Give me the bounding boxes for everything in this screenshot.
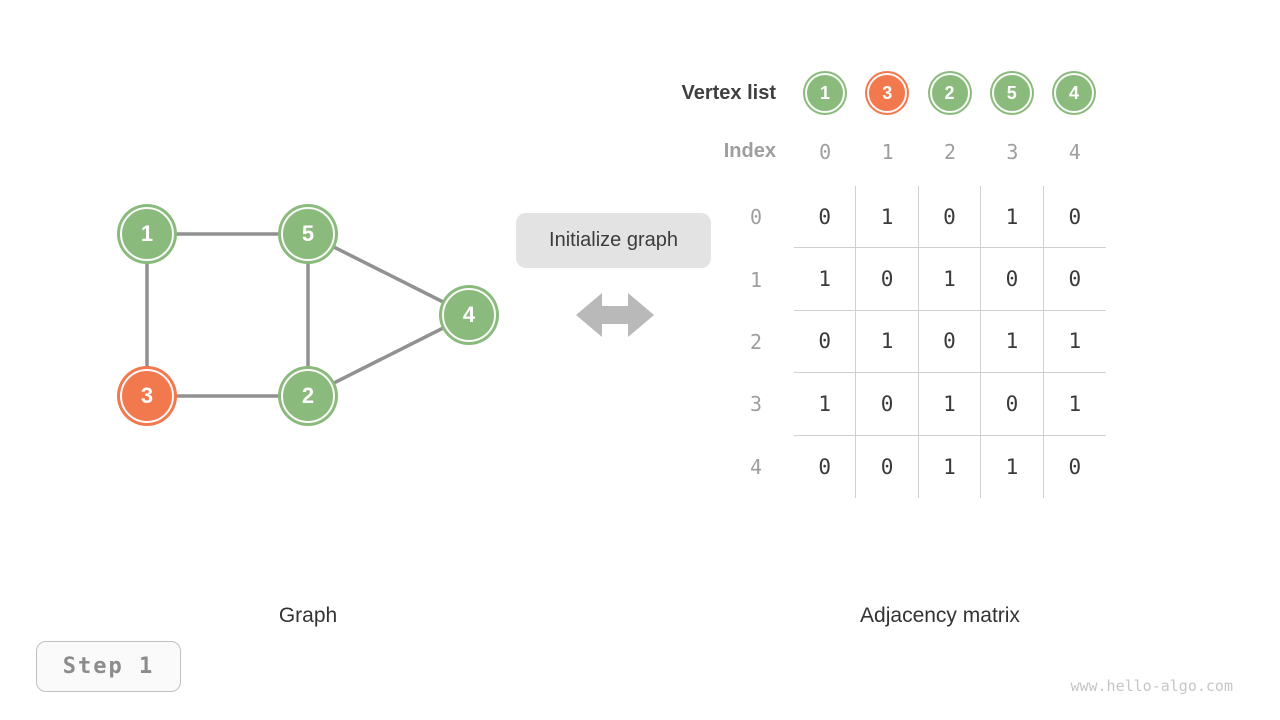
matrix-row-labels: 0 1 2 3 4 bbox=[736, 186, 776, 498]
vertex-circle-value: 4 bbox=[1068, 82, 1079, 103]
graph-node-2: 2 bbox=[278, 366, 338, 426]
index-cell: 2 bbox=[943, 140, 957, 164]
graph-node-4: 4 bbox=[439, 285, 499, 345]
matrix-cell-1-4: 0 bbox=[1043, 248, 1106, 311]
matrix-cell-0-0: 0 bbox=[794, 186, 857, 249]
matrix-cell-0-2: 0 bbox=[918, 186, 982, 249]
initialize-graph-box: Initialize graph bbox=[516, 213, 711, 268]
matrix-cell-4-2: 1 bbox=[919, 435, 982, 498]
matrix-cell-4-3: 1 bbox=[981, 435, 1044, 498]
matrix-cell-2-4: 1 bbox=[1043, 311, 1106, 374]
initialize-graph-label: Initialize graph bbox=[549, 229, 678, 251]
index-row: 0 1 2 3 4 bbox=[794, 139, 1106, 165]
matrix-cell-3-4: 1 bbox=[1043, 373, 1106, 436]
vertex-circle-1: 1 bbox=[803, 71, 847, 115]
matrix-cell-4-4: 0 bbox=[1068, 454, 1082, 479]
double-arrow-icon bbox=[576, 293, 654, 337]
index-cell: 0 bbox=[819, 140, 832, 164]
matrix-row-label: 1 bbox=[749, 267, 763, 292]
vertex-circle-value: 1 bbox=[819, 82, 830, 103]
matrix-cell-2-3: 1 bbox=[981, 310, 1044, 374]
graph-node-5: 5 bbox=[278, 204, 338, 264]
vertex-circle-2: 2 bbox=[927, 71, 972, 115]
graph-node-1: 1 bbox=[117, 204, 177, 264]
vertex-circle-value: 2 bbox=[944, 82, 955, 103]
matrix-cell-2-1: 1 bbox=[856, 310, 919, 374]
step-button[interactable]: Step 1 bbox=[36, 641, 181, 692]
vertex-circle-5: 5 bbox=[989, 71, 1034, 115]
vertex-circle-4: 4 bbox=[1052, 71, 1096, 115]
vertex-circle-value: 5 bbox=[1006, 82, 1017, 103]
vertex-list: 1 3 2 5 4 bbox=[803, 71, 1096, 115]
index-cell: 4 bbox=[1068, 140, 1081, 164]
matrix-cell-3-3: 0 bbox=[981, 373, 1044, 436]
matrix-cell-1-1: 0 bbox=[856, 248, 919, 311]
matrix-cell-1-3: 0 bbox=[981, 248, 1044, 311]
adjacency-matrix-caption: Adjacency matrix bbox=[860, 604, 1020, 627]
matrix-row-label: 4 bbox=[749, 454, 763, 479]
index-cell: 3 bbox=[1006, 140, 1019, 164]
matrix-row-label: 2 bbox=[749, 329, 763, 354]
matrix-cell-3-0: 1 bbox=[794, 373, 857, 436]
step-button-label: Step 1 bbox=[62, 654, 155, 679]
matrix-cell-4-1: 0 bbox=[856, 435, 919, 498]
watermark: www.hello-algo.com bbox=[1070, 677, 1233, 695]
graph-node-value: 1 bbox=[140, 221, 154, 246]
matrix-cell-2-2: 0 bbox=[918, 310, 982, 374]
matrix-cell-1-2: 1 bbox=[918, 248, 982, 311]
vertex-circle-3: 3 bbox=[865, 71, 910, 115]
vertex-list-label: Vertex list bbox=[681, 82, 776, 104]
matrix-cell-0-4: 0 bbox=[1043, 186, 1106, 249]
matrix-cell-0-3: 1 bbox=[981, 186, 1044, 249]
graph-caption: Graph bbox=[278, 604, 338, 627]
graph-node-3: 3 bbox=[117, 366, 177, 426]
index-label: Index bbox=[723, 140, 776, 162]
matrix-cell-4-0: 0 bbox=[794, 435, 857, 498]
index-cell: 1 bbox=[881, 140, 894, 164]
matrix-cell-3-2: 1 bbox=[918, 373, 982, 436]
graph-node-value: 2 bbox=[301, 383, 315, 408]
matrix-row-label: 0 bbox=[749, 205, 763, 230]
vertex-circle-value: 3 bbox=[882, 82, 893, 103]
matrix-cell-3-1: 0 bbox=[856, 373, 919, 436]
graph-node-value: 3 bbox=[140, 383, 154, 408]
graph-node-value: 4 bbox=[462, 302, 476, 327]
matrix-cell-2-0: 0 bbox=[794, 310, 857, 374]
matrix-row-label: 3 bbox=[749, 392, 763, 417]
matrix-cell-0-1: 1 bbox=[856, 186, 919, 249]
matrix-cell-1-0: 1 bbox=[794, 248, 857, 311]
graph-node-value: 5 bbox=[301, 221, 315, 246]
